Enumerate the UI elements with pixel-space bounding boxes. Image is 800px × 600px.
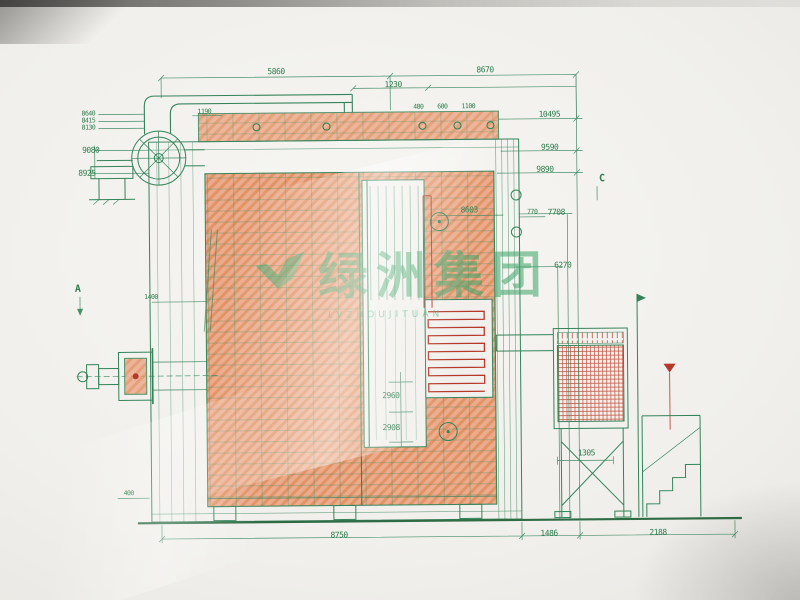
dim-label: 9590: [541, 142, 559, 152]
dim-label: 9080: [82, 145, 100, 155]
dimension-lines: [77, 71, 739, 544]
dim-label: 8670: [476, 65, 494, 75]
photo-corner-shadow-tl: [0, 0, 170, 44]
dim-label: 1100: [461, 102, 476, 111]
dim-label: 8603: [460, 205, 478, 215]
dim-label: 600: [437, 102, 448, 111]
dim-label: 2908: [382, 423, 400, 433]
dim-label: A: [74, 283, 81, 295]
ground-line: [137, 516, 742, 525]
photo-corner-shadow-br: [560, 430, 800, 600]
level-marker: [663, 363, 676, 430]
photo-top-edge: [0, 0, 800, 7]
dim-label: 7708: [547, 207, 565, 217]
dim-label: 6270: [554, 260, 572, 270]
economizer-unit: [495, 293, 646, 519]
dim-label: 8925: [78, 168, 96, 178]
burner-assembly: [76, 348, 219, 405]
dim-label: 770: [527, 207, 538, 216]
dim-label: 1230: [384, 79, 402, 90]
dim-label: 1190: [197, 107, 212, 116]
dim-label: 1400: [144, 292, 158, 301]
stairs: [641, 414, 702, 517]
dim-label: 8750: [330, 530, 348, 540]
dim-label: 1486: [540, 528, 558, 538]
dim-label: 8130: [81, 123, 96, 132]
superheater-coils: [422, 195, 486, 393]
dim-label: 400: [123, 489, 134, 498]
dim-label: 10495: [538, 109, 561, 119]
dim-label: 480: [413, 102, 424, 111]
dim-label: 5860: [267, 66, 285, 77]
dim-label: C: [598, 173, 606, 185]
dim-label: 2960: [382, 391, 400, 401]
furnace-body: [197, 110, 500, 508]
top-pipes: [143, 93, 495, 135]
fan-assembly: [89, 130, 205, 205]
dim-label: 9890: [536, 164, 554, 174]
